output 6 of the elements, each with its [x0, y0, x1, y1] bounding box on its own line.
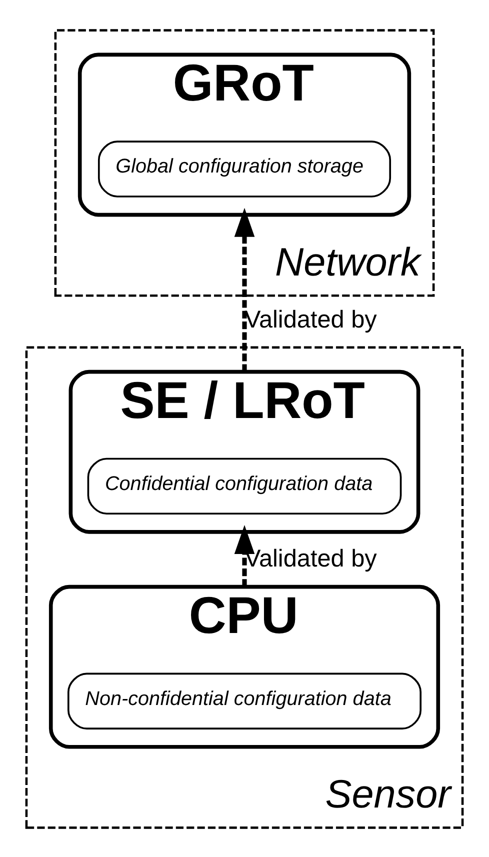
node-box: Global configuration storage: [98, 140, 392, 197]
edge-label: Validated by: [244, 306, 377, 333]
arrow: [234, 524, 255, 586]
node-box: Non-confidential configuration data: [67, 672, 422, 730]
arrow: [234, 207, 255, 372]
node-box: Confidential configuration data: [87, 457, 402, 514]
